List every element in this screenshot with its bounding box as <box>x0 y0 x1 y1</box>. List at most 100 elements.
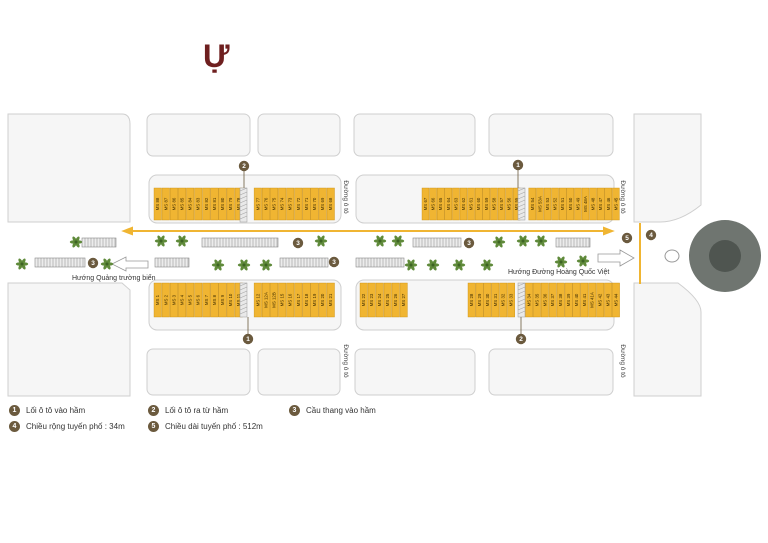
lot-ms-41[interactable]: MS 41 <box>580 282 589 318</box>
lot-ms-39[interactable]: MS 39 <box>564 282 573 318</box>
lot-ms-25[interactable]: MS 25 <box>383 282 392 318</box>
lot-ms-80[interactable]: MS 80 <box>218 187 227 221</box>
lot-ms-75[interactable]: MS 75 <box>270 187 278 221</box>
lot-ms-62[interactable]: MS 62 <box>459 187 468 221</box>
lot-ms-71[interactable]: MS 71 <box>302 187 311 221</box>
lot-ms-46[interactable]: MS 46 <box>604 187 612 221</box>
lot-ms-41a[interactable]: MS 41A <box>588 282 597 318</box>
lot-ms-69[interactable]: MS 69 <box>318 187 327 221</box>
lot-ms-86[interactable]: MS 86 <box>169 187 178 221</box>
tree-icon <box>314 235 328 247</box>
lot-ms-16[interactable]: MS 16 <box>286 282 295 318</box>
lot-ms-68[interactable]: MS 68 <box>326 187 335 221</box>
lot-ms-6[interactable]: MS 6 <box>194 282 203 318</box>
lot-ms-60[interactable]: MS 60 <box>475 187 483 221</box>
lot-ms-12a[interactable]: MS 12A <box>262 282 270 318</box>
lot-ms-28[interactable]: MS 28 <box>467 282 476 318</box>
lot-ms-66[interactable]: MS 66 <box>429 187 437 221</box>
lot-ms-7[interactable]: MS 7 <box>202 282 211 318</box>
lot-ms-29[interactable]: MS 29 <box>475 282 484 318</box>
marker-3: 3 <box>463 237 475 249</box>
lot-ms-77[interactable]: MS 77 <box>253 187 262 221</box>
lot-ms-48a[interactable]: MS 48A <box>581 187 590 221</box>
lot-ms-53a[interactable]: MS 53A <box>536 187 544 221</box>
lot-ms-31[interactable]: MS 31 <box>491 282 500 318</box>
lot-ms-37[interactable]: MS 37 <box>548 282 557 318</box>
lot-label: MS 33 <box>509 293 514 306</box>
lot-label: MS 47 <box>598 197 603 210</box>
lot-ms-23[interactable]: MS 23 <box>367 282 376 318</box>
lot-ms-8[interactable]: MS 8 <box>210 282 219 318</box>
lot-ms-12b[interactable]: MS 12B <box>270 282 278 318</box>
lot-ms-42[interactable]: MS 42 <box>596 282 605 318</box>
lot-ms-15[interactable]: MS 15 <box>278 282 287 318</box>
lot-label: MS 32 <box>501 293 506 306</box>
lot-ms-24[interactable]: MS 24 <box>375 282 384 318</box>
lot-ms-35[interactable]: MS 35 <box>533 282 541 318</box>
lot-ms-52[interactable]: MS 52 <box>551 187 559 221</box>
lot-ms-58[interactable]: MS 58 <box>490 187 498 221</box>
lot-ms-83[interactable]: MS 83 <box>194 187 203 221</box>
lot-label: MS 25 <box>385 293 390 306</box>
lot-ms-17[interactable]: MS 17 <box>294 282 303 318</box>
lot-ms-4[interactable]: MS 4 <box>178 282 187 318</box>
marker-3: 3 <box>292 237 304 249</box>
lot-ms-30[interactable]: MS 30 <box>483 282 492 318</box>
lot-ms-51[interactable]: MS 51 <box>559 187 567 221</box>
lot-ms-36[interactable]: MS 36 <box>541 282 549 318</box>
lot-ms-63[interactable]: MS 63 <box>452 187 460 221</box>
lot-ms-67[interactable]: MS 67 <box>421 187 430 221</box>
lot-ms-64[interactable]: MS 64 <box>444 187 452 221</box>
lot-ms-81[interactable]: MS 81 <box>210 187 219 221</box>
lot-ms-20[interactable]: MS 20 <box>318 282 327 318</box>
lot-ms-57[interactable]: MS 57 <box>497 187 506 221</box>
lot-ms-82[interactable]: MS 82 <box>202 187 211 221</box>
lot-ms-85[interactable]: MS 85 <box>178 187 187 221</box>
crosswalk-icon <box>664 249 680 263</box>
lot-ms-38[interactable]: MS 38 <box>556 282 565 318</box>
lot-ms-70[interactable]: MS 70 <box>310 187 319 221</box>
lot-ms-54[interactable]: MS 54 <box>528 187 536 221</box>
lot-ms-56[interactable]: MS 56 <box>505 187 513 221</box>
lot-ms-50[interactable]: MS 50 <box>566 187 574 221</box>
lot-ms-21[interactable]: MS 21 <box>326 282 335 318</box>
lot-ms-40[interactable]: MS 40 <box>572 282 581 318</box>
lot-ms-33[interactable]: MS 33 <box>507 282 516 318</box>
lot-ms-48[interactable]: MS 48 <box>589 187 597 221</box>
lot-ms-9[interactable]: MS 9 <box>218 282 227 318</box>
lot-ms-79[interactable]: MS 79 <box>226 187 235 221</box>
lot-ms-19[interactable]: MS 19 <box>310 282 319 318</box>
lot-ms-34[interactable]: MS 34 <box>525 282 533 318</box>
lot-ms-12[interactable]: MS 12 <box>253 282 262 318</box>
lot-ms-84[interactable]: MS 84 <box>186 187 195 221</box>
lot-label: MS 39 <box>566 293 571 306</box>
lot-ms-2[interactable]: MS 2 <box>161 282 170 318</box>
lot-ms-76[interactable]: MS 76 <box>262 187 270 221</box>
lot-ms-5[interactable]: MS 5 <box>186 282 195 318</box>
lot-ms-72[interactable]: MS 72 <box>294 187 303 221</box>
lot-ms-65[interactable]: MS 65 <box>437 187 445 221</box>
lot-ms-10[interactable]: MS 10 <box>226 282 235 318</box>
lot-ms-45[interactable]: MS 45 <box>612 187 620 221</box>
lot-ms-43[interactable]: MS 43 <box>604 282 612 318</box>
lot-ms-49[interactable]: MS 49 <box>574 187 582 221</box>
lot-ms-3[interactable]: MS 3 <box>169 282 178 318</box>
lot-ms-53[interactable]: MS 53 <box>543 187 552 221</box>
lot-ms-47[interactable]: MS 47 <box>597 187 605 221</box>
lot-label: MS 74 <box>280 197 285 210</box>
lot-ms-61[interactable]: MS 61 <box>467 187 475 221</box>
lot-label: MS 23 <box>369 293 374 306</box>
lot-ms-27[interactable]: MS 27 <box>399 282 408 318</box>
lot-ms-59[interactable]: MS 59 <box>482 187 490 221</box>
lot-ms-18[interactable]: MS 18 <box>302 282 311 318</box>
lot-ms-74[interactable]: MS 74 <box>278 187 287 221</box>
lot-ms-87[interactable]: MS 87 <box>161 187 170 221</box>
lot-ms-1[interactable]: MS 1 <box>153 282 162 318</box>
lot-ms-32[interactable]: MS 32 <box>499 282 508 318</box>
lot-ms-22[interactable]: MS 22 <box>359 282 368 318</box>
tree-icon <box>534 235 548 247</box>
lot-ms-88[interactable]: MS 88 <box>153 187 162 221</box>
lot-ms-44[interactable]: MS 44 <box>612 282 620 318</box>
lot-ms-73[interactable]: MS 73 <box>286 187 295 221</box>
lot-ms-26[interactable]: MS 26 <box>391 282 400 318</box>
